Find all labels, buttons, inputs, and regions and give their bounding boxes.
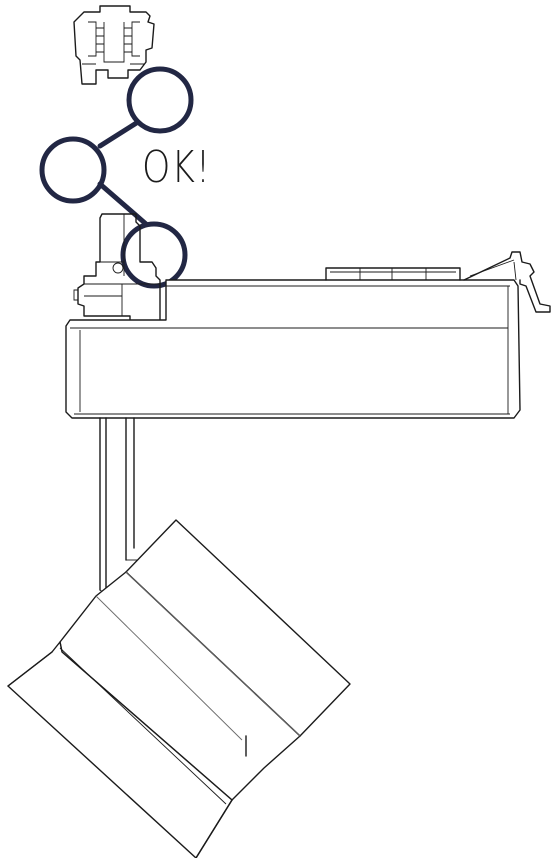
callout-chain bbox=[39, 66, 194, 289]
driver-housing bbox=[65, 251, 551, 419]
callout-circle-bottom bbox=[120, 221, 188, 289]
track-adapter-clip bbox=[73, 5, 155, 85]
callout-link-lower bbox=[97, 181, 149, 227]
callout-link-upper bbox=[97, 119, 141, 149]
callout-circle-top bbox=[126, 66, 194, 134]
spotlight-head bbox=[7, 519, 351, 858]
callout-circle-middle bbox=[39, 136, 107, 204]
spotlight-stem bbox=[99, 417, 140, 597]
ok-label: OK! bbox=[142, 142, 211, 193]
adapter-connector bbox=[73, 213, 161, 323]
